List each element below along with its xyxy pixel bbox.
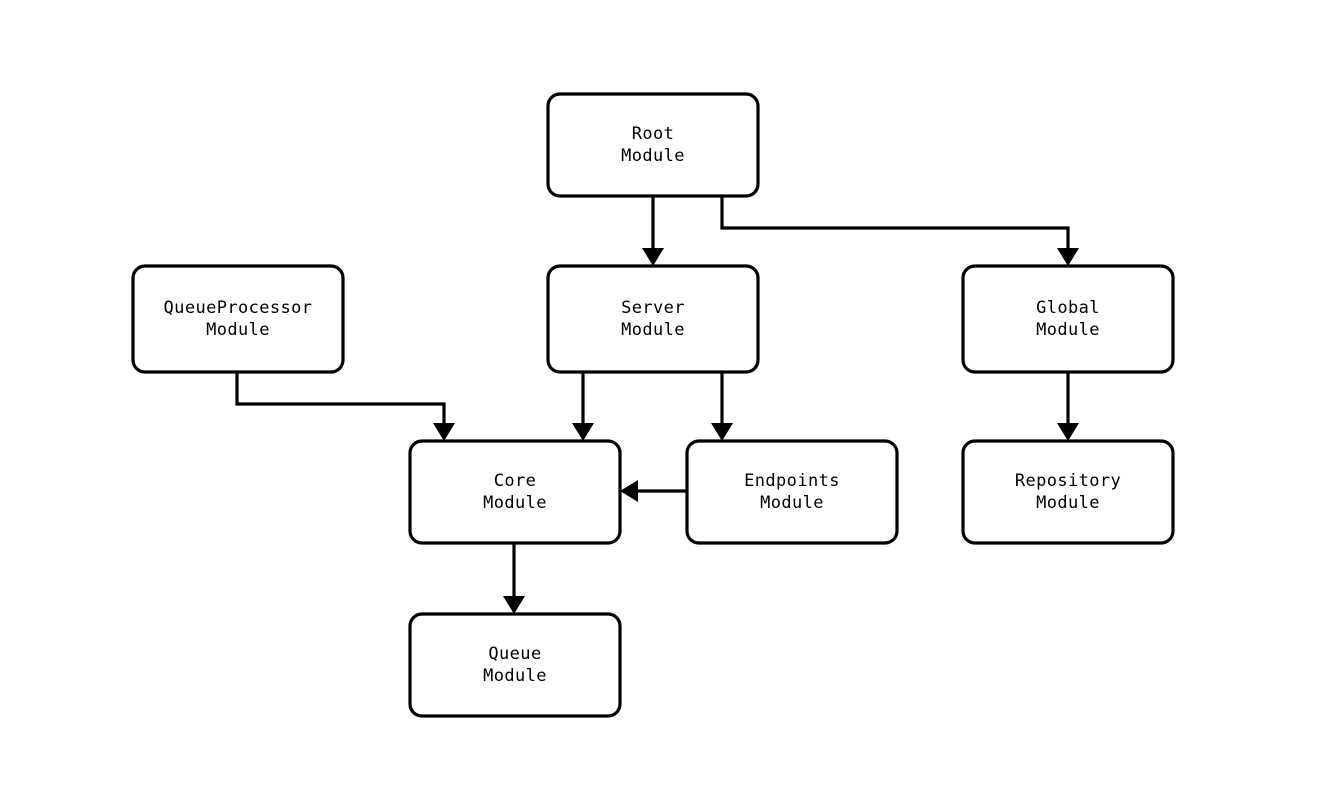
edge-line (235, 372, 446, 423)
edge-line (720, 196, 1070, 248)
node-box[interactable] (131, 264, 345, 374)
node-label-line2: Module (206, 320, 270, 340)
node-label-line1: Queue (488, 644, 541, 664)
node-label-line1: Repository (1015, 471, 1121, 491)
arrowhead-left (620, 480, 638, 502)
node-label-line1: QueueProcessor (164, 298, 313, 318)
node-box[interactable] (961, 439, 1175, 545)
node-label-line1: Server (621, 298, 685, 318)
node-box[interactable] (685, 439, 899, 545)
node-label-line2: Module (483, 493, 547, 513)
edge-queueprocessor-to-core (235, 372, 455, 441)
arrowhead-down (1057, 423, 1079, 441)
arrowhead-down (711, 423, 733, 441)
edge-endpoints-to-core (620, 480, 687, 502)
arrowhead-down (642, 248, 664, 266)
nodes-layer: RootModuleQueueProcessorModuleServerModu… (131, 92, 1175, 718)
node-box[interactable] (546, 264, 760, 374)
node-label-line2: Module (483, 666, 547, 686)
node-label-line1: Endpoints (744, 471, 840, 491)
arrowhead-down (433, 423, 455, 441)
edge-server-to-core (572, 372, 594, 441)
node-label-line1: Root (632, 124, 675, 144)
node-label-line2: Module (1036, 493, 1100, 513)
node-box[interactable] (408, 612, 622, 718)
arrowhead-down (572, 423, 594, 441)
node-label-line2: Module (1036, 320, 1100, 340)
edge-global-to-repository (1057, 372, 1079, 441)
edge-root-to-global (720, 196, 1079, 266)
node-label-line2: Module (621, 320, 685, 340)
node-label-line2: Module (621, 146, 685, 166)
arrowhead-down (503, 596, 525, 614)
node-box[interactable] (546, 92, 760, 198)
node-label-line1: Global (1036, 298, 1100, 318)
edge-core-to-queue (503, 543, 525, 614)
node-label-line2: Module (760, 493, 824, 513)
edge-server-to-endpoints (711, 372, 733, 441)
edges-layer (235, 196, 1079, 614)
arrowhead-down (1057, 248, 1079, 266)
edge-root-to-server (642, 196, 664, 266)
node-label-line1: Core (494, 471, 537, 491)
node-box[interactable] (961, 264, 1175, 374)
node-box[interactable] (408, 439, 622, 545)
